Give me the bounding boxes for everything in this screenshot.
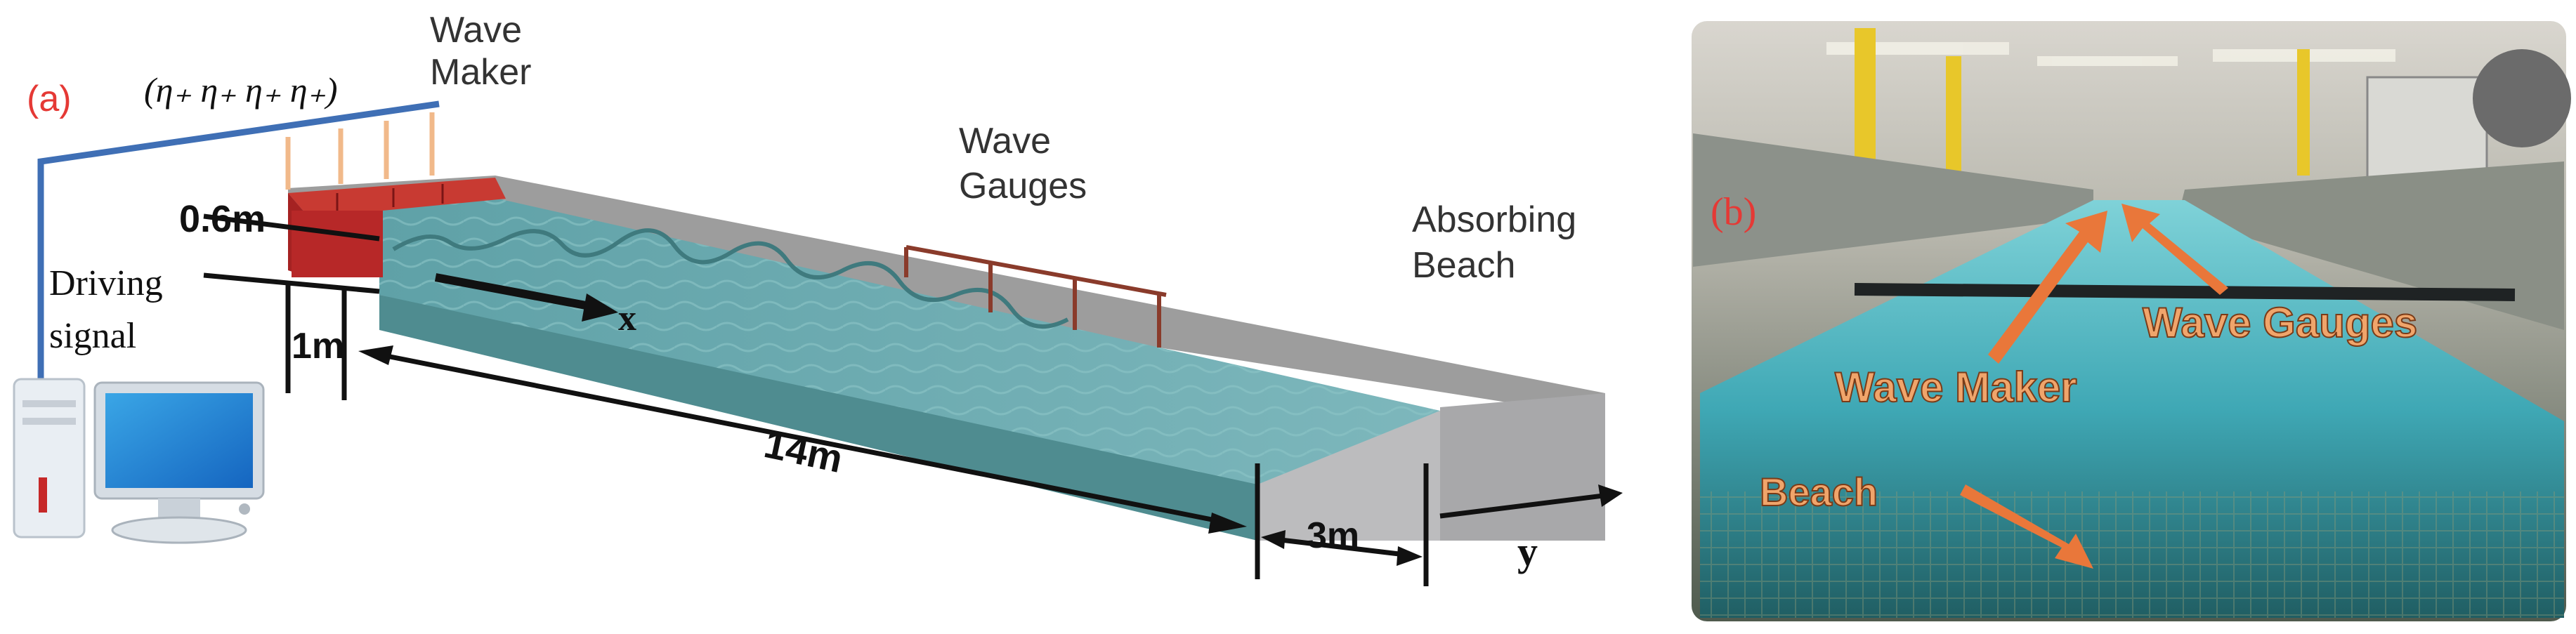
beach-label-1: Absorbing <box>1412 199 1576 240</box>
wave-gauges-label-2: Gauges <box>959 166 1087 206</box>
depth-label: 0.6m <box>179 198 266 240</box>
wave-gauges <box>904 245 1167 348</box>
computer-icon <box>13 378 265 544</box>
y-axis-arrowhead <box>1598 484 1623 507</box>
eta-group-label: (η₊ η₊ η₊ η₊) <box>144 70 338 110</box>
length-arrowhead-right <box>1208 513 1247 534</box>
tank-front-wall <box>379 295 1257 541</box>
water-ripples <box>379 198 1440 484</box>
photo-arrows <box>1960 204 2228 569</box>
beach-arrowhead-left <box>1261 530 1286 549</box>
pool-net <box>1700 491 2564 618</box>
dimension-lines <box>203 213 1609 586</box>
left-rail-wall <box>1693 133 2093 267</box>
right-rail-wall <box>2178 161 2564 330</box>
length-arrowhead-left <box>358 345 393 365</box>
panel-b-tag: (b) <box>1711 190 1756 234</box>
gauge-carriage <box>1854 283 2516 301</box>
wave-maker-label-2: Maker <box>430 52 531 93</box>
driving-rods <box>285 112 435 190</box>
photo-wave-maker-label: Wave Maker <box>1835 364 2077 411</box>
wave-gauges-label-1: Wave <box>959 121 1051 161</box>
beach-length-label: 3m <box>1307 515 1359 556</box>
photo-beach-label: Beach <box>1760 470 1878 514</box>
x-axis-label: x <box>618 298 636 338</box>
equipment-pipe <box>2473 49 2571 147</box>
wave-crests <box>392 228 1069 329</box>
photo-wave-gauges-label: Wave Gauges <box>2143 299 2417 346</box>
y-axis-label: y <box>1517 529 1538 574</box>
x-axis-arrowhead <box>582 293 618 322</box>
beach-label-2: Beach <box>1412 245 1515 286</box>
signal-cable <box>37 100 440 379</box>
panel-a-tag: (a) <box>27 79 72 119</box>
equipment-box <box>2366 76 2488 184</box>
beach-arrowhead-right <box>1397 546 1423 566</box>
tank-end-wall <box>1440 393 1605 541</box>
wave-maker-paddles <box>288 178 506 277</box>
wave-maker-label-1: Wave <box>430 10 522 51</box>
driving-signal-label-1: Driving <box>49 263 163 303</box>
x-axis-arrow <box>434 273 599 312</box>
panel-a: (a) (η₊ η₊ η₊ η₊) Wave Maker 0.6m Drivin… <box>13 10 1623 586</box>
width-label: 1m <box>292 326 344 366</box>
beach-slope <box>1250 411 1440 541</box>
panel-b: (b) Wave Maker Wave Gauges Beach <box>1692 21 2571 621</box>
driving-signal-label-2: signal <box>49 316 136 356</box>
